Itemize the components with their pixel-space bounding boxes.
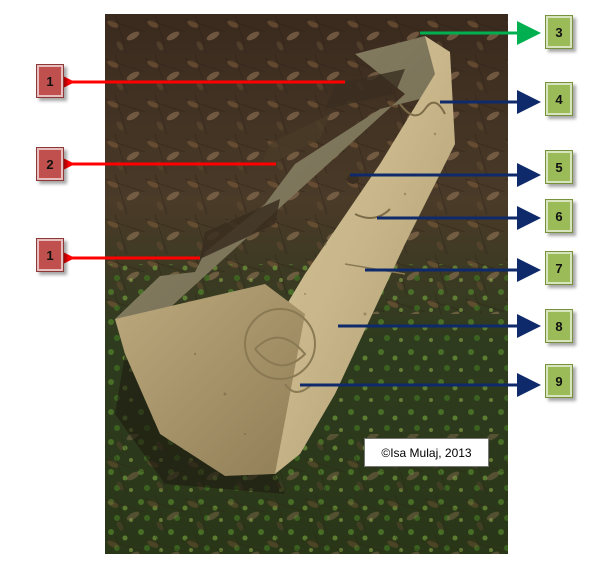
label-box-3: 3 — [545, 15, 573, 49]
label-box-6: 6 — [545, 199, 573, 233]
label-box-7: 7 — [545, 251, 573, 285]
label-box-1b: 1 — [36, 238, 64, 272]
label-box-4: 4 — [545, 82, 573, 116]
label-box-8: 8 — [545, 309, 573, 343]
label-box-2: 2 — [36, 147, 64, 181]
copyright-notice: ©Isa Mulaj, 2013 — [364, 438, 489, 467]
label-box-1a: 1 — [36, 64, 64, 98]
label-box-9: 9 — [545, 364, 573, 398]
label-box-5: 5 — [545, 150, 573, 184]
